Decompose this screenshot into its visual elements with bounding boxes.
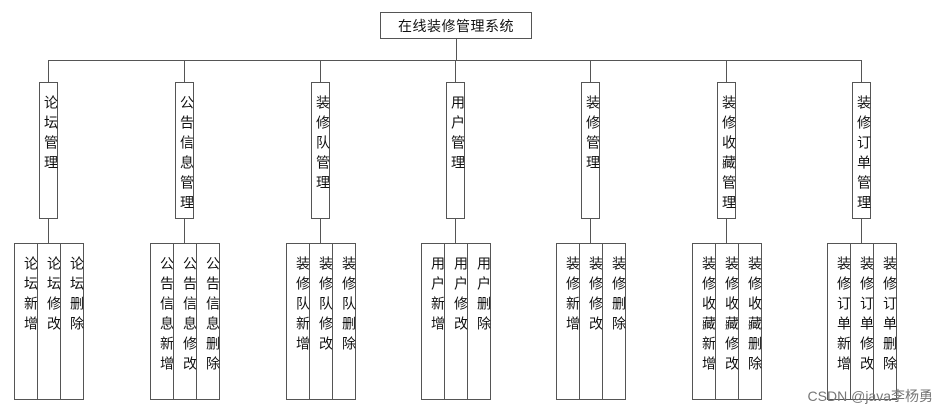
child-connector xyxy=(726,219,727,243)
child-connector xyxy=(455,219,456,243)
child-label: 用户修改 xyxy=(452,256,468,336)
module-label: 装修队管理 xyxy=(314,95,330,195)
module-connector xyxy=(726,60,727,82)
child-node: 用户删除 xyxy=(467,243,491,400)
child-label: 装修队新增 xyxy=(294,256,310,356)
child-node: 装修订单删除 xyxy=(873,243,897,400)
child-node: 装修收藏修改 xyxy=(715,243,739,400)
child-node: 论坛删除 xyxy=(60,243,84,400)
child-label: 装修修改 xyxy=(587,256,603,336)
child-label: 装修订单修改 xyxy=(858,256,874,376)
module-node: 装修收藏管理 xyxy=(717,82,736,219)
child-node: 装修收藏新增 xyxy=(692,243,716,400)
module-node: 用户管理 xyxy=(446,82,465,219)
module-node: 公告信息管理 xyxy=(175,82,194,219)
child-connector xyxy=(861,219,862,243)
child-node: 装修收藏删除 xyxy=(738,243,762,400)
child-label: 论坛新增 xyxy=(22,256,38,336)
module-label: 公告信息管理 xyxy=(178,95,194,215)
child-node: 装修订单新增 xyxy=(827,243,851,400)
child-node: 装修队修改 xyxy=(309,243,333,400)
child-node: 装修修改 xyxy=(579,243,603,400)
child-label: 装修订单删除 xyxy=(881,256,897,376)
child-node: 装修订单修改 xyxy=(850,243,874,400)
child-label: 用户删除 xyxy=(475,256,491,336)
child-node: 装修队新增 xyxy=(286,243,310,400)
child-label: 装修删除 xyxy=(610,256,626,336)
module-label: 装修收藏管理 xyxy=(720,95,736,215)
module-label: 装修订单管理 xyxy=(855,95,871,215)
child-connector xyxy=(320,219,321,243)
root-connector xyxy=(456,39,457,60)
child-label: 装修队修改 xyxy=(317,256,333,356)
child-label: 论坛修改 xyxy=(45,256,61,336)
child-label: 公告信息新增 xyxy=(158,256,174,376)
watermark: CSDN @java李杨勇 xyxy=(807,388,933,404)
child-node: 装修队删除 xyxy=(332,243,356,400)
module-node: 装修订单管理 xyxy=(852,82,871,219)
module-connector xyxy=(48,60,49,82)
child-label: 装修收藏修改 xyxy=(723,256,739,376)
child-connector xyxy=(590,219,591,243)
child-node: 公告信息新增 xyxy=(150,243,174,400)
module-node: 装修管理 xyxy=(581,82,600,219)
module-connector xyxy=(861,60,862,82)
child-label: 公告信息修改 xyxy=(181,256,197,376)
module-label: 装修管理 xyxy=(584,95,600,175)
child-label: 用户新增 xyxy=(429,256,445,336)
child-label: 论坛删除 xyxy=(68,256,84,336)
child-node: 论坛修改 xyxy=(37,243,61,400)
child-connector xyxy=(48,219,49,243)
child-label: 装修新增 xyxy=(564,256,580,336)
module-connector xyxy=(320,60,321,82)
module-connector xyxy=(455,60,456,82)
child-label: 装修订单新增 xyxy=(835,256,851,376)
child-node: 装修删除 xyxy=(602,243,626,400)
child-node: 用户新增 xyxy=(421,243,445,400)
child-node: 论坛新增 xyxy=(14,243,38,400)
child-label: 装修收藏新增 xyxy=(700,256,716,376)
child-node: 用户修改 xyxy=(444,243,468,400)
root-label: 在线装修管理系统 xyxy=(398,18,514,35)
child-node: 装修新增 xyxy=(556,243,580,400)
child-label: 装修队删除 xyxy=(340,256,356,356)
child-label: 装修收藏删除 xyxy=(746,256,762,376)
child-node: 公告信息删除 xyxy=(196,243,220,400)
root-node: 在线装修管理系统 xyxy=(380,12,532,39)
module-connector xyxy=(184,60,185,82)
module-label: 用户管理 xyxy=(449,95,465,175)
module-connector xyxy=(590,60,591,82)
child-node: 公告信息修改 xyxy=(173,243,197,400)
child-connector xyxy=(184,219,185,243)
module-node: 装修队管理 xyxy=(311,82,330,219)
module-label: 论坛管理 xyxy=(42,95,58,175)
child-label: 公告信息删除 xyxy=(204,256,220,376)
module-node: 论坛管理 xyxy=(39,82,58,219)
